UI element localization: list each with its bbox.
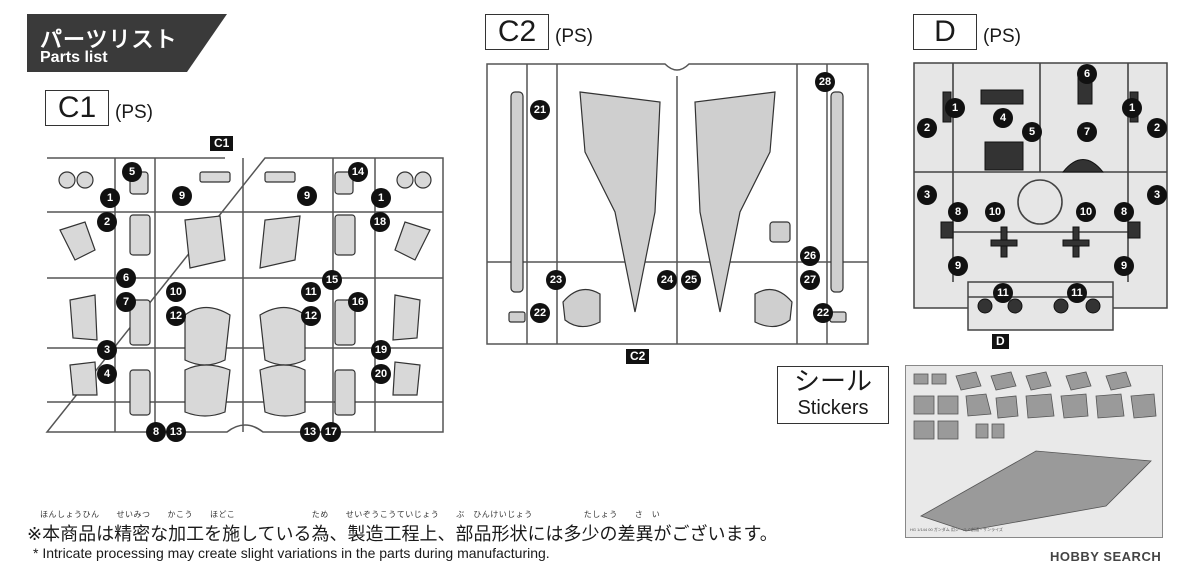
stickers-label-en: Stickers: [797, 397, 869, 419]
runner-c1-material: (PS): [115, 102, 153, 123]
runner-c1-label: C1 (PS): [45, 90, 153, 126]
part-number-badge: 9: [172, 186, 192, 206]
part-number-badge: 12: [301, 306, 321, 326]
part-number-badge: 2: [97, 212, 117, 232]
part-number-badge: 28: [815, 72, 835, 92]
part-number-badge: 9: [948, 256, 968, 276]
part-number-badge: 13: [300, 422, 320, 442]
part-number-badge: 11: [301, 282, 321, 302]
sticker-sheet-fineprint: HG 1/144 00 ガンダム 用シール ©創通・サンライズ: [910, 527, 1003, 532]
banner-background: [27, 14, 227, 72]
part-number-badge: 16: [348, 292, 368, 312]
runner-c2-frame: [486, 63, 869, 345]
part-number-badge: 1: [945, 98, 965, 118]
part-number-badge: 24: [657, 270, 677, 290]
part-number-badge: 1: [100, 188, 120, 208]
runner-c2-drawing: [485, 62, 870, 347]
runner-d-tag: D: [992, 334, 1009, 349]
runner-d-name: D: [913, 14, 977, 50]
part-number-badge: 8: [948, 202, 968, 222]
part-number-badge: 7: [116, 292, 136, 312]
runner-c2-material: (PS): [555, 26, 593, 47]
hobby-search-watermark: HOBBY SEARCH: [1050, 549, 1162, 564]
runner-c2-name: C2: [485, 14, 549, 50]
part-number-badge: 10: [985, 202, 1005, 222]
part-number-badge: 8: [146, 422, 166, 442]
note-japanese: ※本商品は精密な加工を施している為、製造工程上、部品形状には多少の差異がございま…: [27, 524, 778, 545]
parts-list-banner: パーツリスト Parts list: [27, 14, 227, 72]
note-furigana: ほんしょうひん せいみつ かこう ほどこ ため せいぞうこうていじょう ぶ ひん…: [40, 510, 661, 519]
part-number-badge: 19: [371, 340, 391, 360]
sticker-sheet: HG 1/144 00 ガンダム 用シール ©創通・サンライズ: [905, 365, 1163, 538]
banner-title-jp: パーツリスト: [40, 28, 178, 53]
part-number-badge: 5: [1022, 122, 1042, 142]
runner-d-material: (PS): [983, 26, 1021, 47]
part-number-badge: 17: [321, 422, 341, 442]
part-number-badge: 2: [917, 118, 937, 138]
part-number-badge: 9: [297, 186, 317, 206]
part-number-badge: 6: [1077, 64, 1097, 84]
part-number-badge: 3: [97, 340, 117, 360]
runner-c1-name: C1: [45, 90, 109, 126]
part-number-badge: 25: [681, 270, 701, 290]
part-number-badge: 10: [1076, 202, 1096, 222]
runner-c2-tag: C2: [626, 349, 650, 364]
part-number-badge: 22: [813, 303, 833, 323]
part-number-badge: 21: [530, 100, 550, 120]
part-number-badge: 1: [371, 188, 391, 208]
part-number-badge: 4: [97, 364, 117, 384]
sticker-sheet-art: [913, 371, 1157, 532]
part-number-badge: 6: [116, 268, 136, 288]
part-number-badge: 26: [800, 246, 820, 266]
part-number-badge: 1: [1122, 98, 1142, 118]
banner-title-en: Parts list: [40, 49, 108, 66]
runner-c1-frame: [45, 157, 444, 433]
runner-d-label: D (PS): [913, 14, 1021, 50]
note-english: * Intricate processing may create slight…: [33, 545, 550, 561]
part-number-badge: 27: [800, 270, 820, 290]
part-number-badge: 9: [1114, 256, 1134, 276]
part-number-badge: 3: [1147, 185, 1167, 205]
part-number-badge: 12: [166, 306, 186, 326]
part-number-badge: 10: [166, 282, 186, 302]
part-number-badge: 11: [993, 283, 1013, 303]
part-number-badge: 2: [1147, 118, 1167, 138]
part-number-badge: 14: [348, 162, 368, 182]
runner-c2-label: C2 (PS): [485, 14, 593, 50]
stickers-label: シール Stickers: [777, 366, 889, 424]
runner-c1-tag: C1: [210, 136, 234, 151]
part-number-badge: 7: [1077, 122, 1097, 142]
part-number-badge: 11: [1067, 283, 1087, 303]
part-number-badge: 5: [122, 162, 142, 182]
part-number-badge: 23: [546, 270, 566, 290]
part-number-badge: 3: [917, 185, 937, 205]
part-number-badge: 22: [530, 303, 550, 323]
part-number-badge: 13: [166, 422, 186, 442]
stickers-label-jp: シール: [793, 367, 872, 397]
runner-c1-drawing: C1: [45, 136, 445, 440]
part-number-badge: 18: [370, 212, 390, 232]
part-number-badge: 4: [993, 108, 1013, 128]
part-number-badge: 8: [1114, 202, 1134, 222]
part-number-badge: 15: [322, 270, 342, 290]
part-number-badge: 20: [371, 364, 391, 384]
